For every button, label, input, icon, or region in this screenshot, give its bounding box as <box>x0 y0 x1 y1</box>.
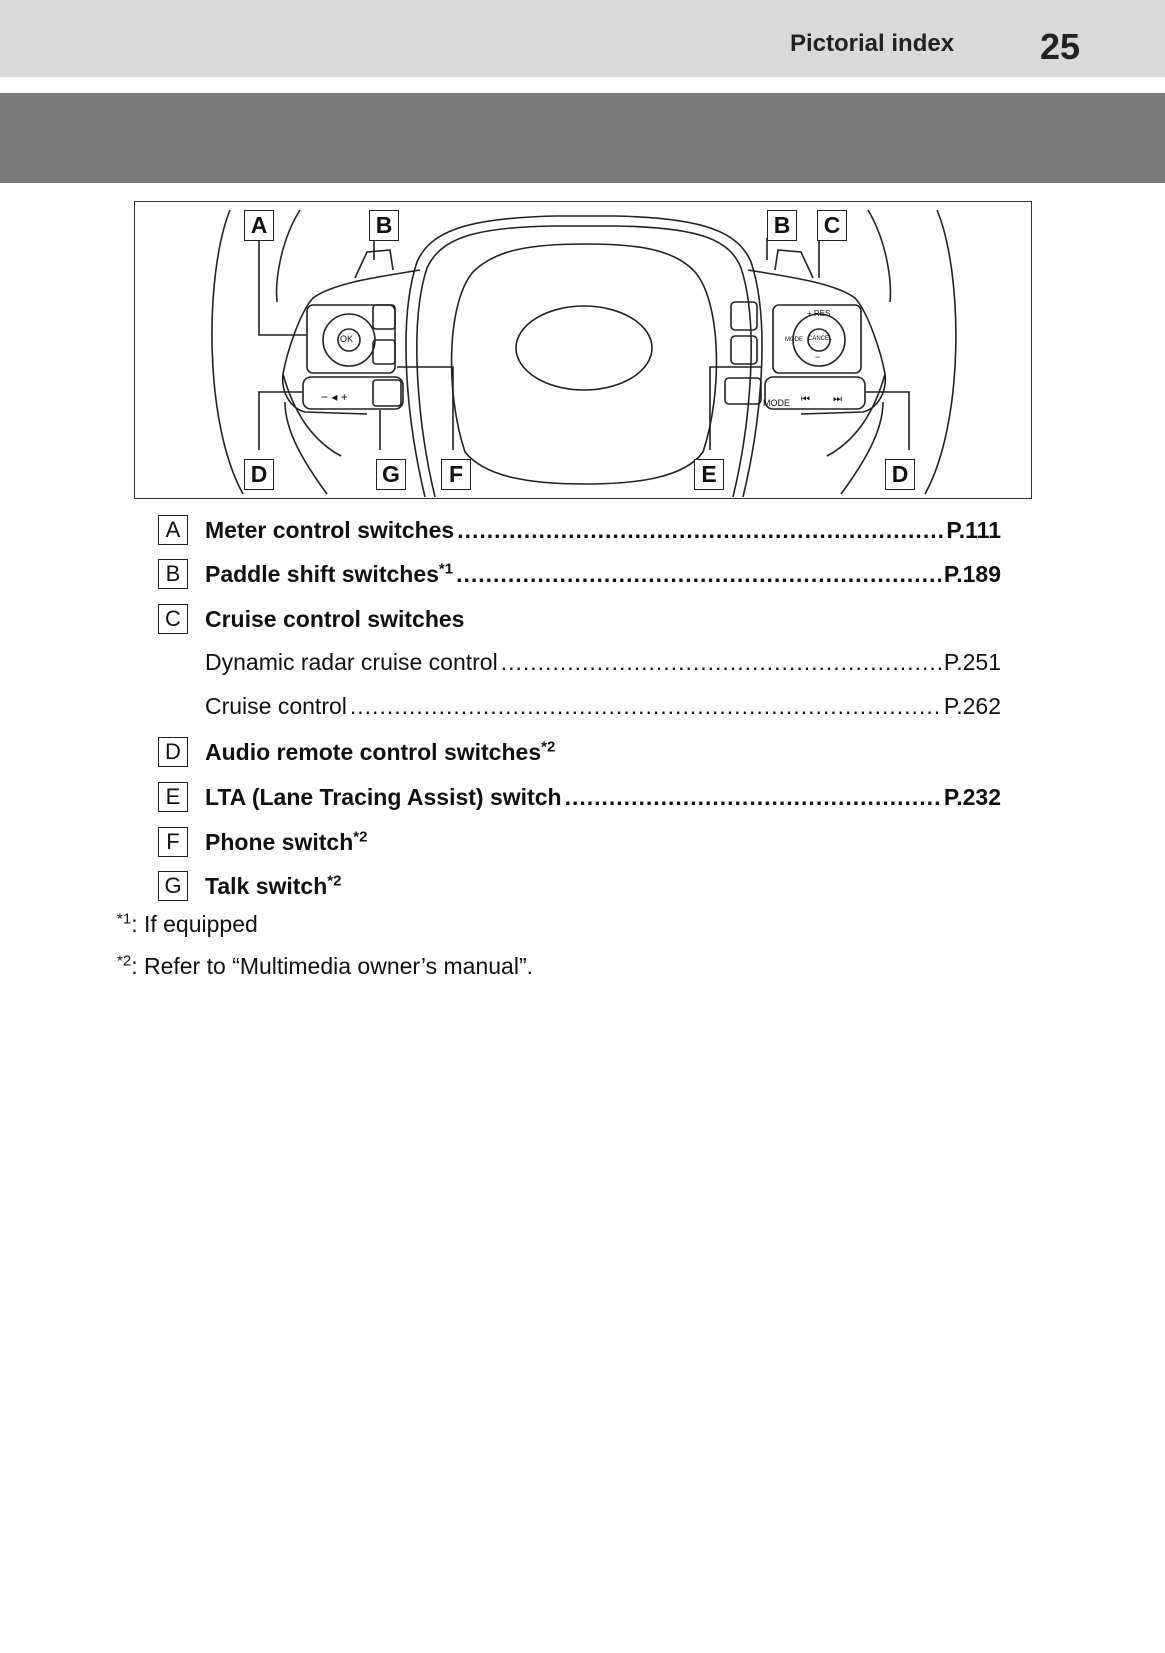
entry-label: Phone switch*2 <box>205 827 368 855</box>
entry-letter: B <box>158 559 188 589</box>
footnote-mark: *2 <box>327 871 342 889</box>
entry-label: Cruise control switches <box>205 605 465 632</box>
entry-audio-remote: D Audio remote control switches*2 <box>158 736 1001 768</box>
entry-lta-switch: E LTA (Lane Tracing Assist) switch .....… <box>158 781 1001 813</box>
entry-letter: A <box>158 515 188 545</box>
footnote-mark: *1 <box>117 910 132 928</box>
callout-e: E <box>694 459 724 490</box>
footnote-mark: *2 <box>117 952 132 970</box>
footnote-mark: *1 <box>438 559 454 577</box>
entry-label: LTA (Lane Tracing Assist) switch <box>205 783 562 810</box>
entry-paddle-shift: B Paddle shift switches*1 ..............… <box>158 558 1001 590</box>
entry-page-link[interactable]: P.232 <box>943 783 1001 810</box>
entry-label: Paddle shift switches*1 <box>205 559 454 587</box>
entry-label: Audio remote control switches*2 <box>205 737 556 765</box>
entry-label: Cruise control <box>205 692 347 719</box>
callout-g: G <box>376 459 406 490</box>
footnote-2: *2: Refer to “Multimedia owner’s manual”… <box>117 953 533 980</box>
section-band <box>0 93 1165 183</box>
footnote-text: : If equipped <box>131 911 258 937</box>
callout-d-left: D <box>244 459 274 490</box>
footnote-1: *1: If equipped <box>117 911 258 938</box>
entry-page-link[interactable]: P.189 <box>943 560 1001 587</box>
callout-b-right: B <box>767 210 797 241</box>
steering-wheel-figure: OK + RES MODE CANCEL − MODE ⏮ ⏭ − ◂ + A … <box>134 201 1032 499</box>
footnote-mark: *2 <box>541 737 556 755</box>
callout-f: F <box>441 459 471 490</box>
page-header: Pictorial index 25 <box>0 0 1165 77</box>
leader-dots: ........................................… <box>349 692 941 719</box>
entry-label: Dynamic radar cruise control <box>205 648 498 675</box>
entry-letter: D <box>158 737 188 767</box>
mode-button-label: MODE <box>763 398 790 408</box>
footnote-mark: *2 <box>353 827 368 845</box>
leader-dots: ........................................… <box>564 783 941 810</box>
entry-label: Talk switch*2 <box>205 871 342 899</box>
entry-letter: C <box>158 604 188 634</box>
entry-page-link[interactable]: P.251 <box>943 648 1001 675</box>
entry-meter-control: A Meter control switches ...............… <box>158 514 1001 546</box>
callout-a: A <box>244 210 274 241</box>
entry-dynamic-radar-cruise: Dynamic radar cruise control ...........… <box>205 646 1001 678</box>
leader-dots: ........................................… <box>457 516 944 543</box>
entry-page-link[interactable]: P.111 <box>946 516 1001 543</box>
volume-buttons-label: − ◂ + <box>321 390 348 404</box>
next-button-label: ⏭ <box>833 394 842 405</box>
callout-d-right: D <box>885 459 915 490</box>
entry-letter: G <box>158 871 188 901</box>
entry-label: Meter control switches <box>205 516 455 543</box>
entry-phone-switch: F Phone switch*2 <box>158 826 1001 858</box>
leader-dots: ........................................… <box>456 560 941 587</box>
entry-page-link[interactable]: P.262 <box>943 692 1001 719</box>
leader-dots: ........................................… <box>500 648 941 675</box>
mode-small-label: MODE <box>785 337 803 343</box>
cancel-button-label: CANCEL <box>808 336 833 342</box>
entry-talk-switch: G Talk switch*2 <box>158 870 1001 902</box>
prev-button-label: ⏮ <box>801 394 810 405</box>
footnote-text: : Refer to “Multimedia owner’s manual”. <box>131 953 533 979</box>
entry-cruise-control: C Cruise control switches <box>158 603 1001 635</box>
res-button-label: + RES <box>807 309 831 318</box>
section-title: Pictorial index <box>790 30 955 57</box>
steering-wheel-illustration <box>211 209 957 498</box>
page-number: 25 <box>1040 26 1081 67</box>
entry-cruise-control-sub: Cruise control .........................… <box>205 690 1001 722</box>
entry-letter: F <box>158 827 188 857</box>
callout-c: C <box>817 210 847 241</box>
entry-letter: E <box>158 782 188 812</box>
minus-button-label: − <box>815 352 821 362</box>
ok-button-label: OK <box>340 334 354 344</box>
callout-b-left: B <box>369 210 399 241</box>
